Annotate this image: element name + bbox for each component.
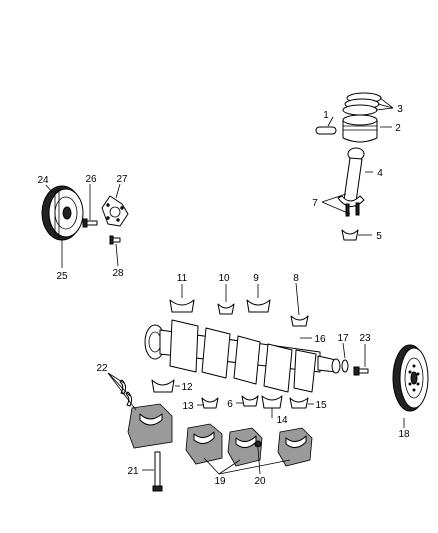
callout-27: 27 [116,174,128,185]
upper-bearing-8 [290,315,309,327]
lower-bearing-12 [151,379,175,393]
flywheel-bolt [353,366,369,376]
piston [342,114,378,143]
cap-bolt-21 [152,451,163,492]
callout-14: 14 [276,415,288,426]
callout-18: 18 [398,429,410,440]
bearing-cap-rear [127,403,173,449]
callout-3: 3 [397,104,403,115]
rod-bearing-cap [341,229,359,241]
callout-24: 24 [37,175,49,186]
flex-plate-bolt [109,235,121,245]
callout-10: 10 [218,273,230,284]
callout-26: 26 [85,174,97,185]
callout-8: 8 [293,273,299,284]
bearing-cap-19c [277,427,313,467]
dowel-20 [254,440,262,448]
callout-6: 6 [227,399,233,410]
bearing-cap-19a [185,423,223,465]
leader-lines [45,97,405,475]
callout-21: 21 [127,466,139,477]
callout-5: 5 [376,231,382,242]
lower-bearing-13 [201,397,219,409]
piston-pin [315,126,337,135]
upper-bearing-11 [169,299,195,313]
callout-16: 16 [314,334,326,345]
vibration-damper [41,185,84,241]
callout-1: 1 [323,110,329,121]
damper-bolt [82,218,98,228]
callout-4: 4 [377,168,383,179]
callout-12: 12 [181,382,193,393]
callout-23: 23 [359,333,371,344]
callout-22: 22 [96,363,108,374]
crankshaft [144,319,341,393]
callout-7: 7 [312,198,318,209]
callout-2: 2 [395,123,401,134]
callout-25: 25 [56,271,68,282]
bearing-cap-19b [227,427,263,467]
lower-bearing-6 [241,395,259,407]
callout-labels: 1 2 3 4 5 6 7 8 9 10 11 12 13 14 15 16 1… [37,104,410,487]
callout-13: 13 [182,401,194,412]
callout-20: 20 [254,476,266,487]
callout-17: 17 [337,333,349,344]
callout-11: 11 [177,273,188,284]
callout-19: 19 [214,476,226,487]
piston-rings [342,92,382,116]
upper-bearing-10 [217,303,235,315]
flywheel [392,344,429,412]
connecting-rod [337,147,365,217]
callout-15: 15 [315,400,327,411]
thrust-washer [341,359,349,373]
lower-bearing-14 [261,395,283,409]
flex-plate [101,195,129,227]
lower-bearing-15 [289,397,309,409]
callout-9: 9 [253,273,259,284]
upper-bearing-9 [246,299,271,313]
callout-28: 28 [112,268,124,279]
